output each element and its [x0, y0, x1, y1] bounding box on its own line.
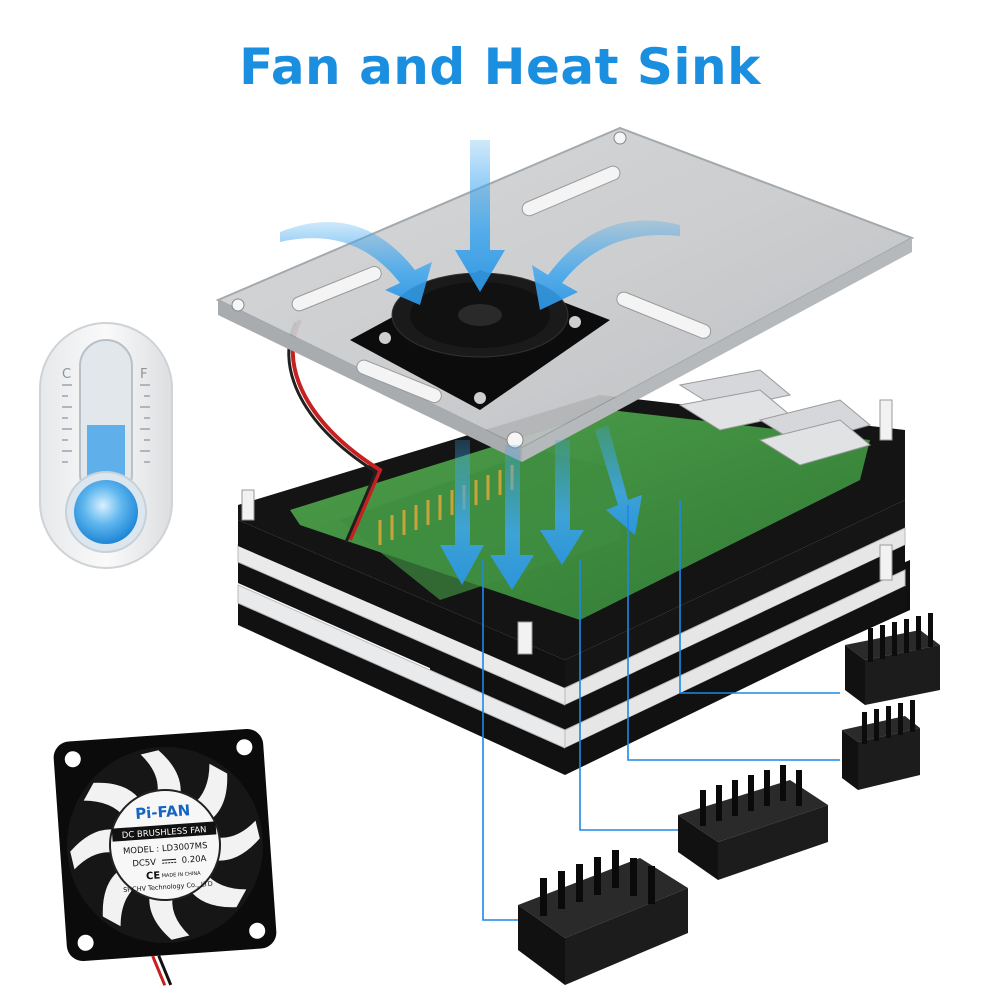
fan-icon: Pi-FAN DC BRUSHLESS FAN MODEL : LD3007MS… [53, 729, 277, 986]
thermometer-icon: C F [39, 322, 173, 569]
raspberry-pi-case [237, 319, 910, 775]
fan-voltage: DC5V [132, 858, 157, 870]
fan-brand: Pi-FAN [135, 801, 191, 823]
fan-current: 0.20A [181, 854, 207, 866]
airflow-arrow-icon [280, 140, 680, 590]
heatsink-icon [518, 613, 940, 985]
page-title: Fan and Heat Sink [239, 38, 761, 96]
usb-ports [678, 369, 872, 466]
celsius-label: C [62, 367, 71, 382]
fan-made-in: MADE IN CHINA [161, 871, 201, 880]
ce-mark: CE [146, 870, 161, 882]
fahrenheit-label: F [140, 367, 147, 382]
callout-lines [482, 500, 840, 921]
